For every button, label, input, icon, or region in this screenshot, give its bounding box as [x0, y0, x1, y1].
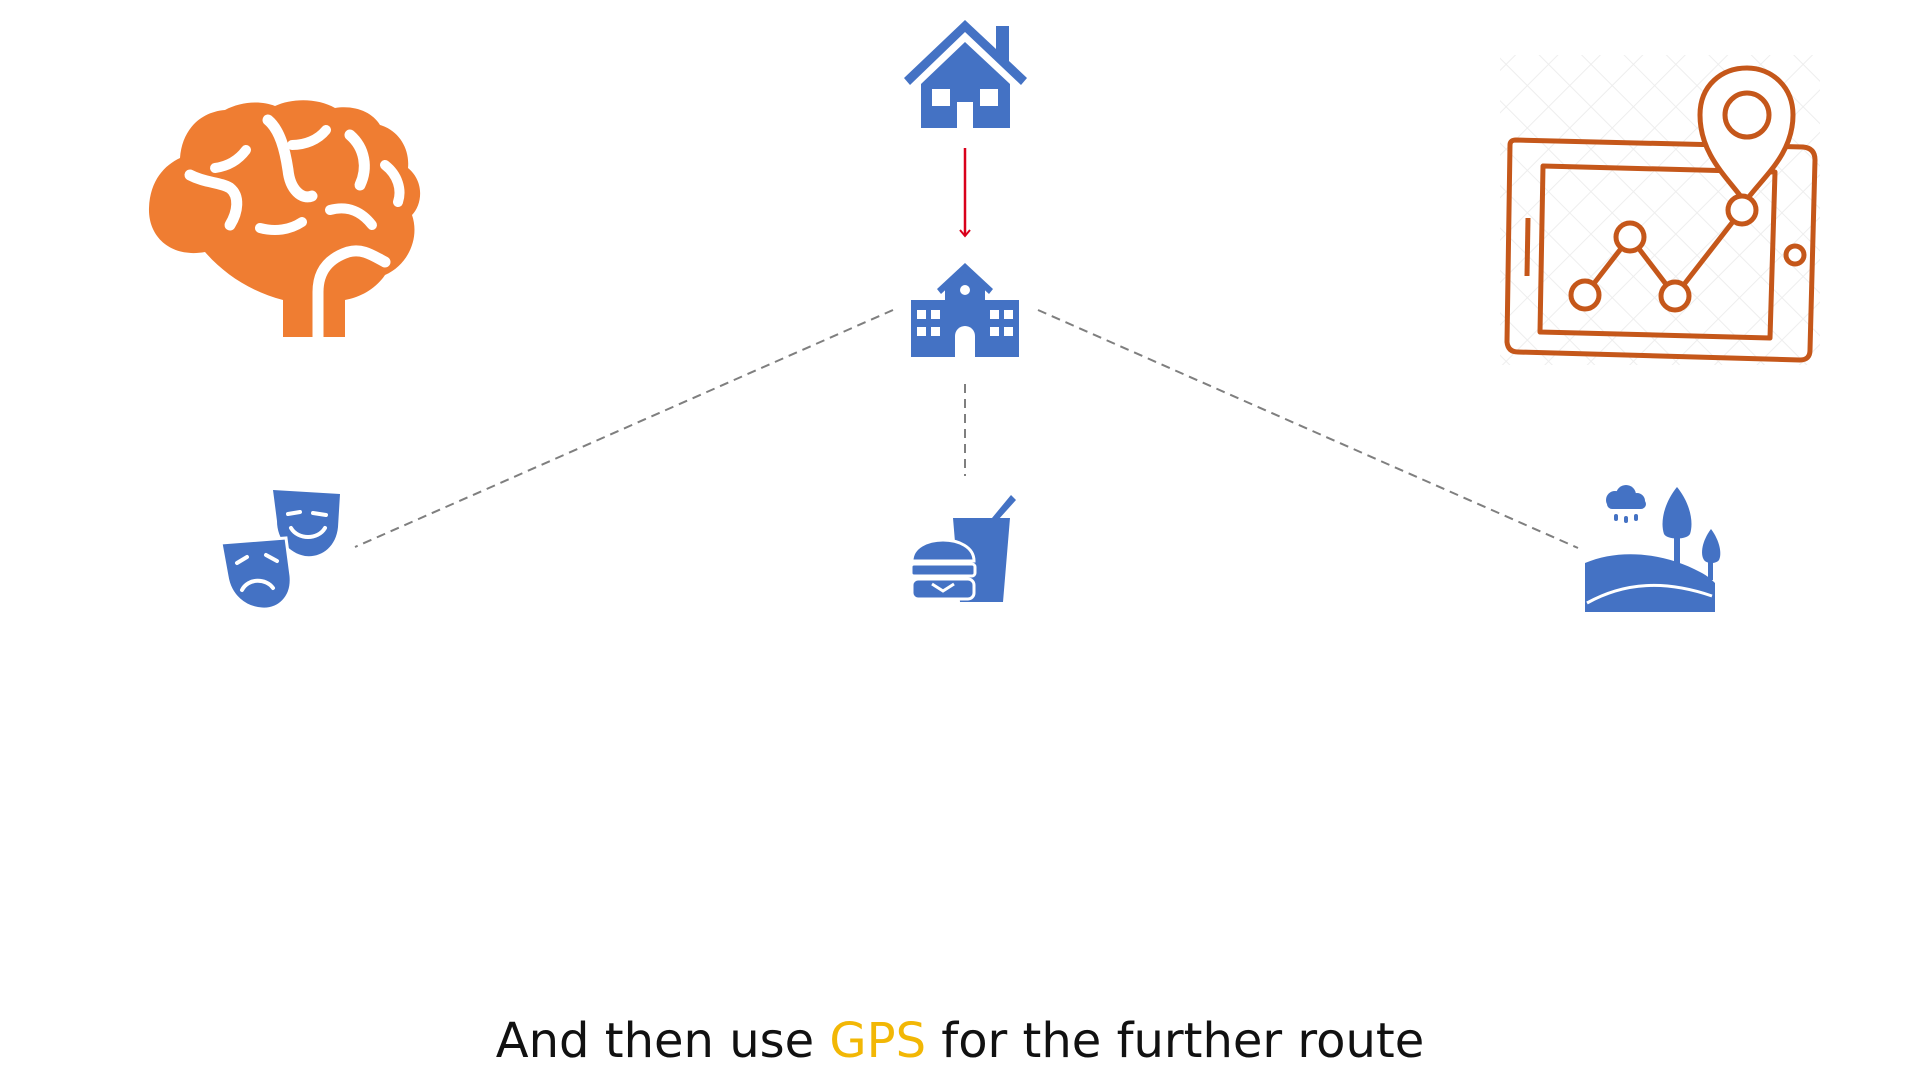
home-icon [904, 20, 1027, 128]
tablet-map-gps-icon [1500, 55, 1820, 365]
caption-highlight-gps: GPS [829, 1013, 927, 1069]
slide-caption: And then use GPS for the further route [0, 1015, 1920, 1068]
landscape-icon [1585, 485, 1721, 612]
school-icon [911, 263, 1019, 357]
caption-text-before: And then use [495, 1013, 830, 1069]
brain-icon [148, 100, 421, 343]
theater-masks-icon [219, 490, 340, 611]
school-to-theater-dashed-line [354, 309, 894, 548]
fast-food-icon [909, 495, 1016, 602]
school-to-park-dashed-line [1037, 309, 1579, 549]
caption-text-after: for the further route [926, 1013, 1425, 1069]
